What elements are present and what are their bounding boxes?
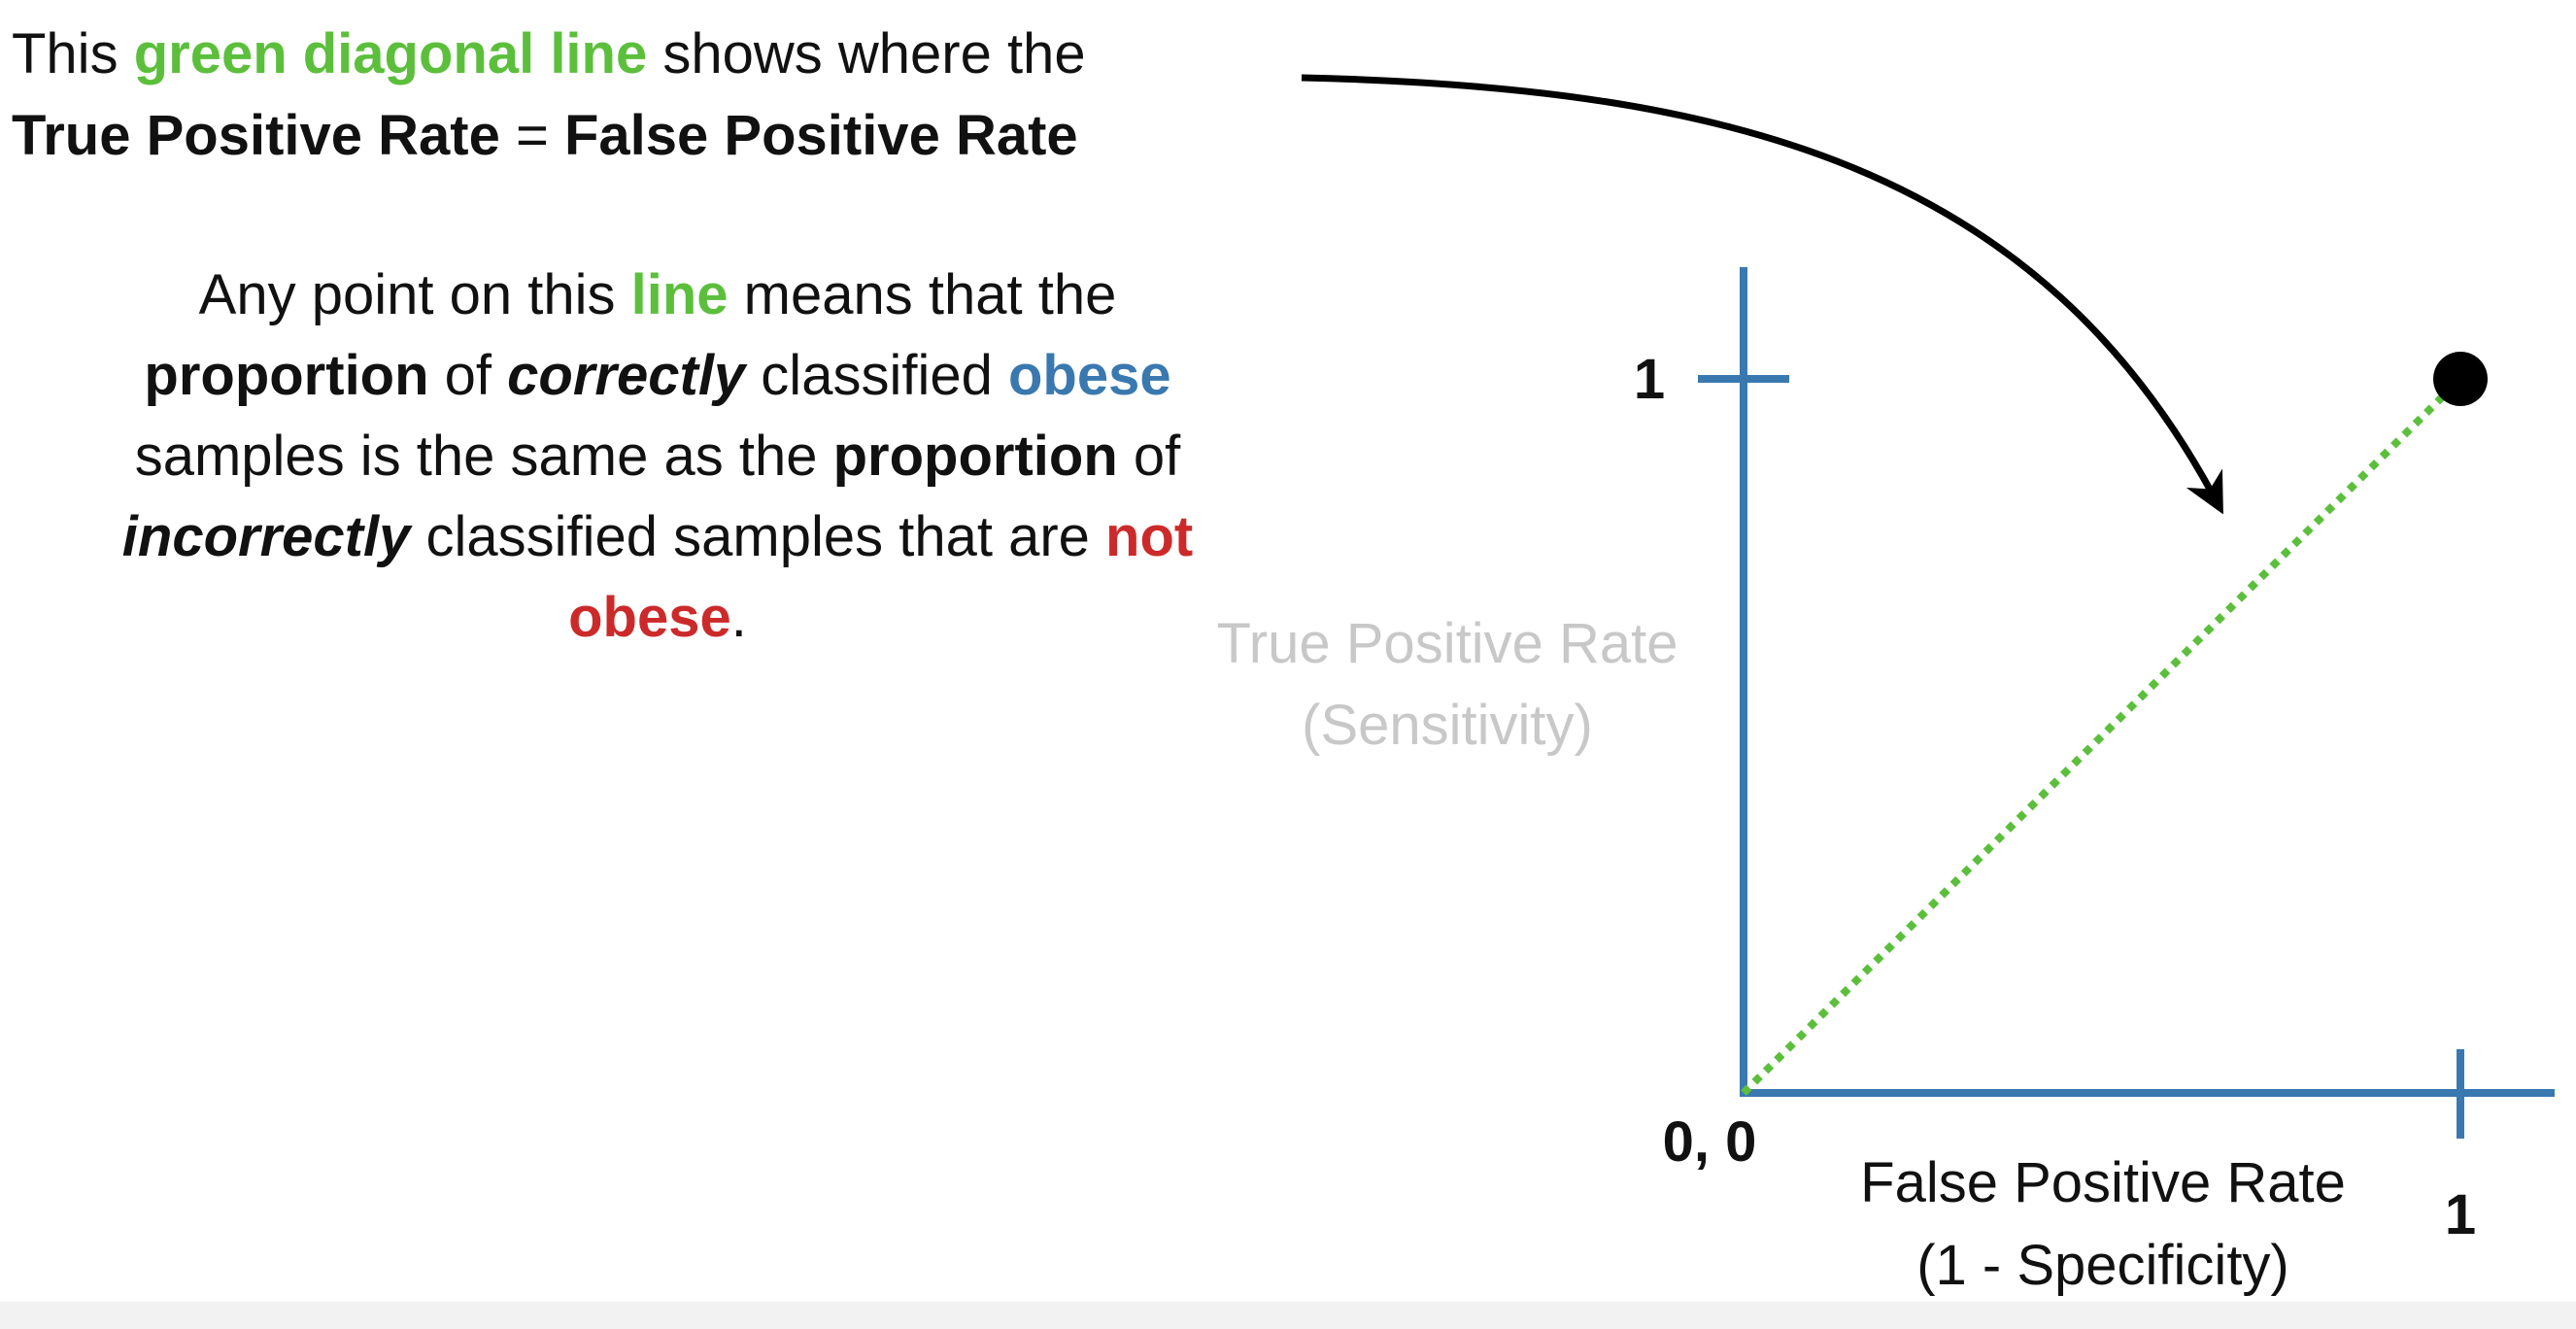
explanation-text: of (1117, 425, 1181, 488)
callout-arrow (1301, 74, 2223, 515)
bottom-band (0, 1302, 2576, 1329)
correctly-word: correctly (507, 344, 746, 407)
diagonal-series-line (1741, 376, 2463, 1096)
explanation-text: Any point on this (198, 263, 631, 326)
data-point-1-1 (2433, 352, 2488, 406)
x-axis-label-line-2: (1 - Specificity) (1916, 1234, 2289, 1297)
y-axis-label-line-1: True Positive Rate (1217, 612, 1678, 675)
obese-word-red: obese (568, 586, 731, 649)
callout-text-b: shows where the (647, 22, 1086, 85)
y-axis-label-line-2: (Sensitivity) (1302, 694, 1593, 757)
green-diagonal-line-phrase: green diagonal line (133, 22, 648, 85)
x-tick-label: 1 (2445, 1183, 2476, 1246)
explanation-paragraph: Any point on this line means that the pr… (12, 255, 1304, 658)
obese-word-blue: obese (1007, 344, 1171, 407)
callout-line-1: This green diagonal line shows where the (12, 14, 1304, 95)
callout-text-a: This (12, 22, 134, 85)
line-word: line (630, 263, 729, 326)
proportion-word: proportion (144, 344, 429, 407)
incorrectly-word: incorrectly (121, 505, 411, 568)
tpr-phrase: True Positive Rate (12, 104, 500, 167)
callout-text: This green diagonal line shows where the… (12, 14, 1304, 177)
x-axis-label-line-1: False Positive Rate (1860, 1151, 2346, 1214)
explanation-text: samples is the same as the (134, 425, 833, 488)
equals-sign: = (499, 104, 564, 167)
explanation-text: classified samples that are (410, 505, 1106, 568)
explanation-text: means that the (728, 263, 1117, 326)
explanation-text: of (428, 344, 508, 407)
explanation-period: . (730, 586, 747, 649)
fpr-phrase: False Positive Rate (563, 104, 1078, 167)
callout-line-2: True Positive Rate = False Positive Rate (12, 95, 1304, 177)
origin-label: 0, 0 (1663, 1110, 1757, 1174)
proportion-word: proportion (832, 425, 1118, 488)
explanation-text: classified (745, 344, 1008, 407)
y-tick-label: 1 (1634, 348, 1665, 411)
not-word: not (1105, 505, 1194, 568)
